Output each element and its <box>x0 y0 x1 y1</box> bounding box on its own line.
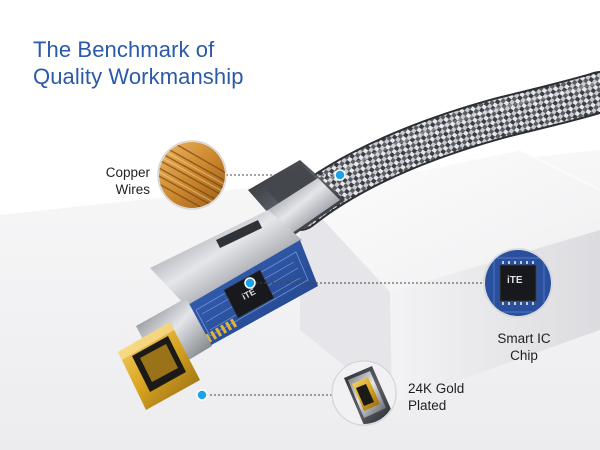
connector-housing <box>150 160 345 306</box>
hotspot-dots <box>196 169 346 401</box>
gold-connector-icon <box>331 360 397 426</box>
copper-wires-icon <box>157 140 227 210</box>
page-headline: The Benchmark of Quality Workmanship <box>33 36 244 90</box>
gold-label-line-2: Plated <box>408 398 447 413</box>
ic-chip-icon: iTE <box>483 248 553 318</box>
gold-hdmi-plug <box>118 298 212 410</box>
smart-ic-chip-label: Smart IC Chip <box>480 330 568 364</box>
chip-label-line-2: Chip <box>510 348 538 363</box>
callout-leaders <box>202 174 484 396</box>
pcb-board: iTE <box>186 240 318 348</box>
copper-label-line-1: Copper <box>105 165 150 180</box>
copper-label-line-2: Wires <box>115 182 151 197</box>
copper-wires-label: Copper Wires <box>98 164 150 198</box>
chip-label-line-1: Smart IC <box>497 331 551 346</box>
headline-line-2: Quality Workmanship <box>33 64 244 89</box>
braided-cable <box>279 71 600 231</box>
gold-label-line-1: 24K Gold <box>408 381 465 396</box>
chip-inset-marking: iTE <box>507 275 523 286</box>
gold-plated-label: 24K Gold Plated <box>408 380 498 414</box>
headline-line-1: The Benchmark of <box>33 37 215 62</box>
